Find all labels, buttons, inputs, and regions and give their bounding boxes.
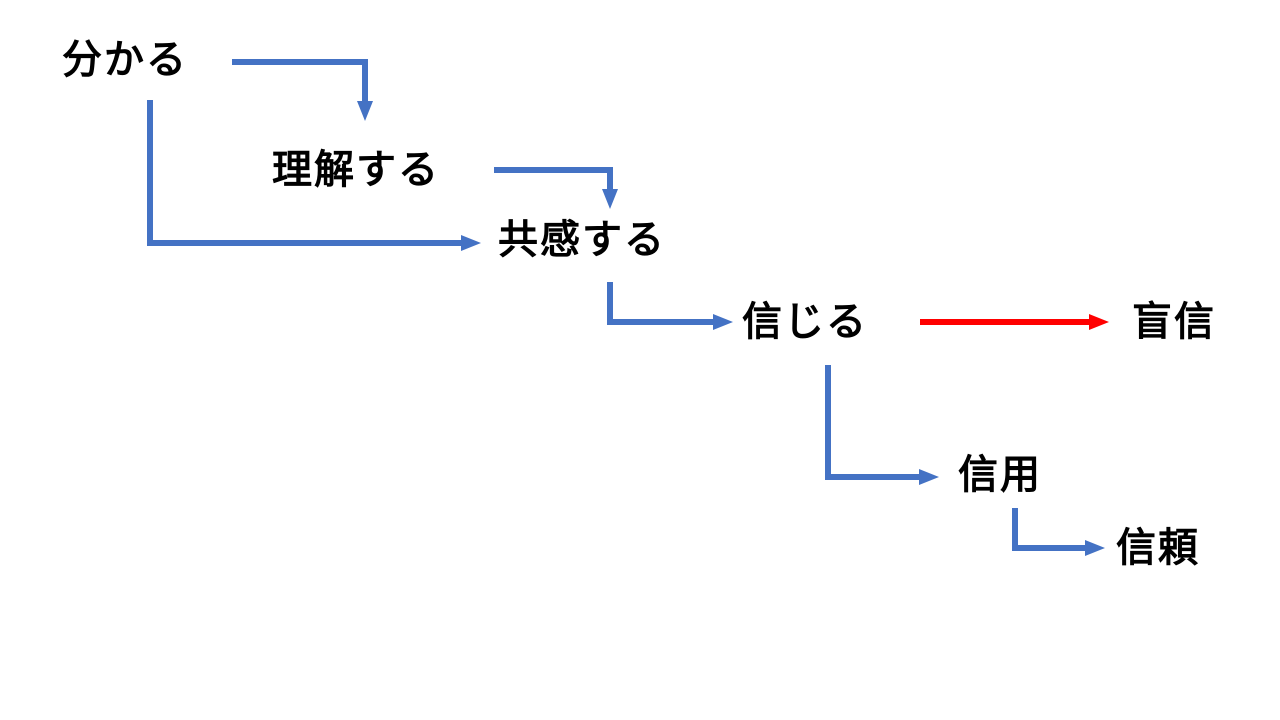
- node-kyokan: 共感する: [498, 217, 666, 263]
- arrow-shinyo-to-shinrai: [1012, 508, 1105, 556]
- node-wakaru: 分かる: [62, 37, 188, 83]
- node-shinyo: 信用: [958, 452, 1042, 498]
- node-moshin: 盲信: [1132, 299, 1216, 345]
- node-rikai: 理解する: [272, 147, 440, 193]
- arrow-kyokan-to-shinjiru: [607, 282, 733, 330]
- arrow-rikai-to-kyokan: [494, 167, 618, 209]
- node-shinjiru: 信じる: [742, 299, 868, 345]
- arrow-wakaru-to-kyokan: [147, 100, 481, 251]
- arrow-shinjiru-to-shinyo: [825, 365, 939, 485]
- arrow-wakaru-to-rikai: [232, 59, 373, 121]
- node-shinrai: 信頼: [1116, 525, 1200, 571]
